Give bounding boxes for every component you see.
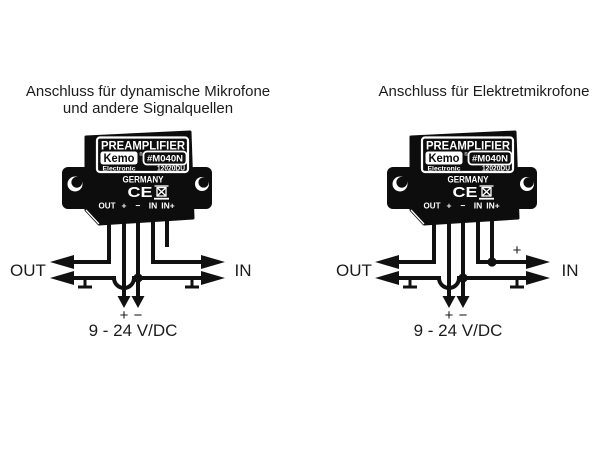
minus-label: − — [459, 307, 468, 324]
kemo-logo: Kemo — [104, 153, 135, 165]
plus-label: + — [445, 307, 454, 324]
right-title-line1: Anschluss für Elektretmikrofone — [378, 83, 590, 100]
junction-dot — [487, 257, 497, 267]
country-label: GERMANY — [448, 175, 489, 185]
brand-sub-label: Electronic — [103, 166, 136, 173]
ground-icon — [510, 278, 524, 289]
ground-icon — [78, 278, 92, 289]
left-arrow-icon — [50, 271, 74, 285]
left-title-line1: Anschluss für dynamische Mikrofone — [25, 83, 271, 100]
voltage-label: 9 - 24 V/DC — [414, 321, 503, 340]
kemo-logo-plate — [100, 151, 138, 165]
ground-icon — [403, 278, 417, 289]
model-number: #M040N — [472, 154, 508, 164]
out-label: OUT — [336, 261, 372, 280]
terminal-label-plus: + — [447, 201, 452, 211]
right-wiring: OUT + IN + − 9 - 24 V/DC — [336, 212, 579, 340]
terminal-label-in: IN — [474, 201, 483, 211]
ce-mark-icon: CE — [128, 184, 153, 201]
wire — [476, 212, 526, 264]
terminal-label-in: IN — [149, 201, 158, 211]
terminal-label-inplus: IN+ — [486, 201, 500, 211]
weee-icon — [479, 185, 494, 200]
plus-label: + — [120, 307, 129, 324]
right-arrow-icon — [526, 271, 550, 285]
preamplifier-module-right: PREAMPLIFIER Kemo ® #M040N Electronic 12… — [387, 130, 537, 226]
in-label: IN — [562, 261, 579, 280]
serial-label: 12020DU — [482, 166, 510, 173]
down-arrow-icon — [117, 296, 131, 308]
terminal-label-out: OUT — [424, 201, 442, 211]
product-title: PREAMPLIFIER — [101, 141, 186, 153]
right-arrow-icon — [201, 271, 225, 285]
mounting-hole-shadow — [523, 177, 534, 188]
left-arrow-icon — [375, 255, 399, 269]
terminal-label-out: OUT — [99, 201, 117, 211]
terminal-label-inplus: IN+ — [161, 201, 175, 211]
minus-label: − — [134, 307, 143, 324]
model-number: #M040N — [147, 154, 183, 164]
right-arrow-icon — [201, 255, 225, 269]
right-diagram-title: Anschluss für Elektretmikrofone — [360, 83, 600, 101]
mounting-hole-shadow — [71, 176, 83, 188]
terminal-label-minus: − — [461, 201, 466, 211]
serial-label: 12020DU — [157, 166, 185, 173]
model-badge — [467, 150, 513, 166]
left-diagram-title: Anschluss für dynamische Mikrofone und a… — [20, 83, 276, 117]
right-arrow-icon — [526, 255, 550, 269]
module-edge-highlight — [85, 209, 100, 225]
product-title: PREAMPLIFIER — [426, 141, 511, 153]
wire — [74, 212, 111, 264]
in-label: IN — [235, 261, 252, 280]
terminal-label-minus: − — [136, 201, 141, 211]
junction-dot — [458, 273, 468, 283]
label-plate — [420, 136, 515, 174]
module-edge-highlight — [410, 209, 425, 225]
down-arrow-icon — [131, 296, 145, 308]
junction-dot — [133, 273, 143, 283]
left-title-line2: und andere Signalquellen — [62, 99, 234, 117]
registered-mark-icon: ® — [464, 151, 468, 158]
mounting-hole-shadow — [198, 177, 209, 188]
wire — [151, 212, 201, 264]
voltage-label: 9 - 24 V/DC — [89, 321, 178, 340]
ground-icon — [185, 278, 199, 289]
model-badge — [142, 150, 188, 166]
label-plate — [95, 136, 190, 174]
wire — [399, 212, 436, 264]
registered-mark-icon: ® — [139, 151, 143, 158]
weee-icon — [154, 185, 169, 200]
kemo-logo-plate — [425, 151, 463, 165]
country-label: GERMANY — [123, 175, 164, 185]
left-arrow-icon — [50, 255, 74, 269]
left-wiring: OUT IN + − 9 - 24 V/DC — [10, 212, 252, 340]
down-arrow-icon — [456, 296, 470, 308]
brand-sub-label: Electronic — [428, 166, 461, 173]
terminal-label-plus: + — [122, 201, 127, 211]
ce-mark-icon: CE — [453, 184, 478, 201]
down-arrow-icon — [442, 296, 456, 308]
left-arrow-icon — [375, 271, 399, 285]
preamplifier-module-left: PREAMPLIFIER Kemo ® #M040N Electronic 12… — [62, 130, 212, 226]
kemo-logo: Kemo — [429, 153, 460, 165]
out-label: OUT — [10, 261, 46, 280]
mounting-hole-shadow — [396, 176, 408, 188]
mic-bias-plus-label: + — [513, 242, 522, 259]
